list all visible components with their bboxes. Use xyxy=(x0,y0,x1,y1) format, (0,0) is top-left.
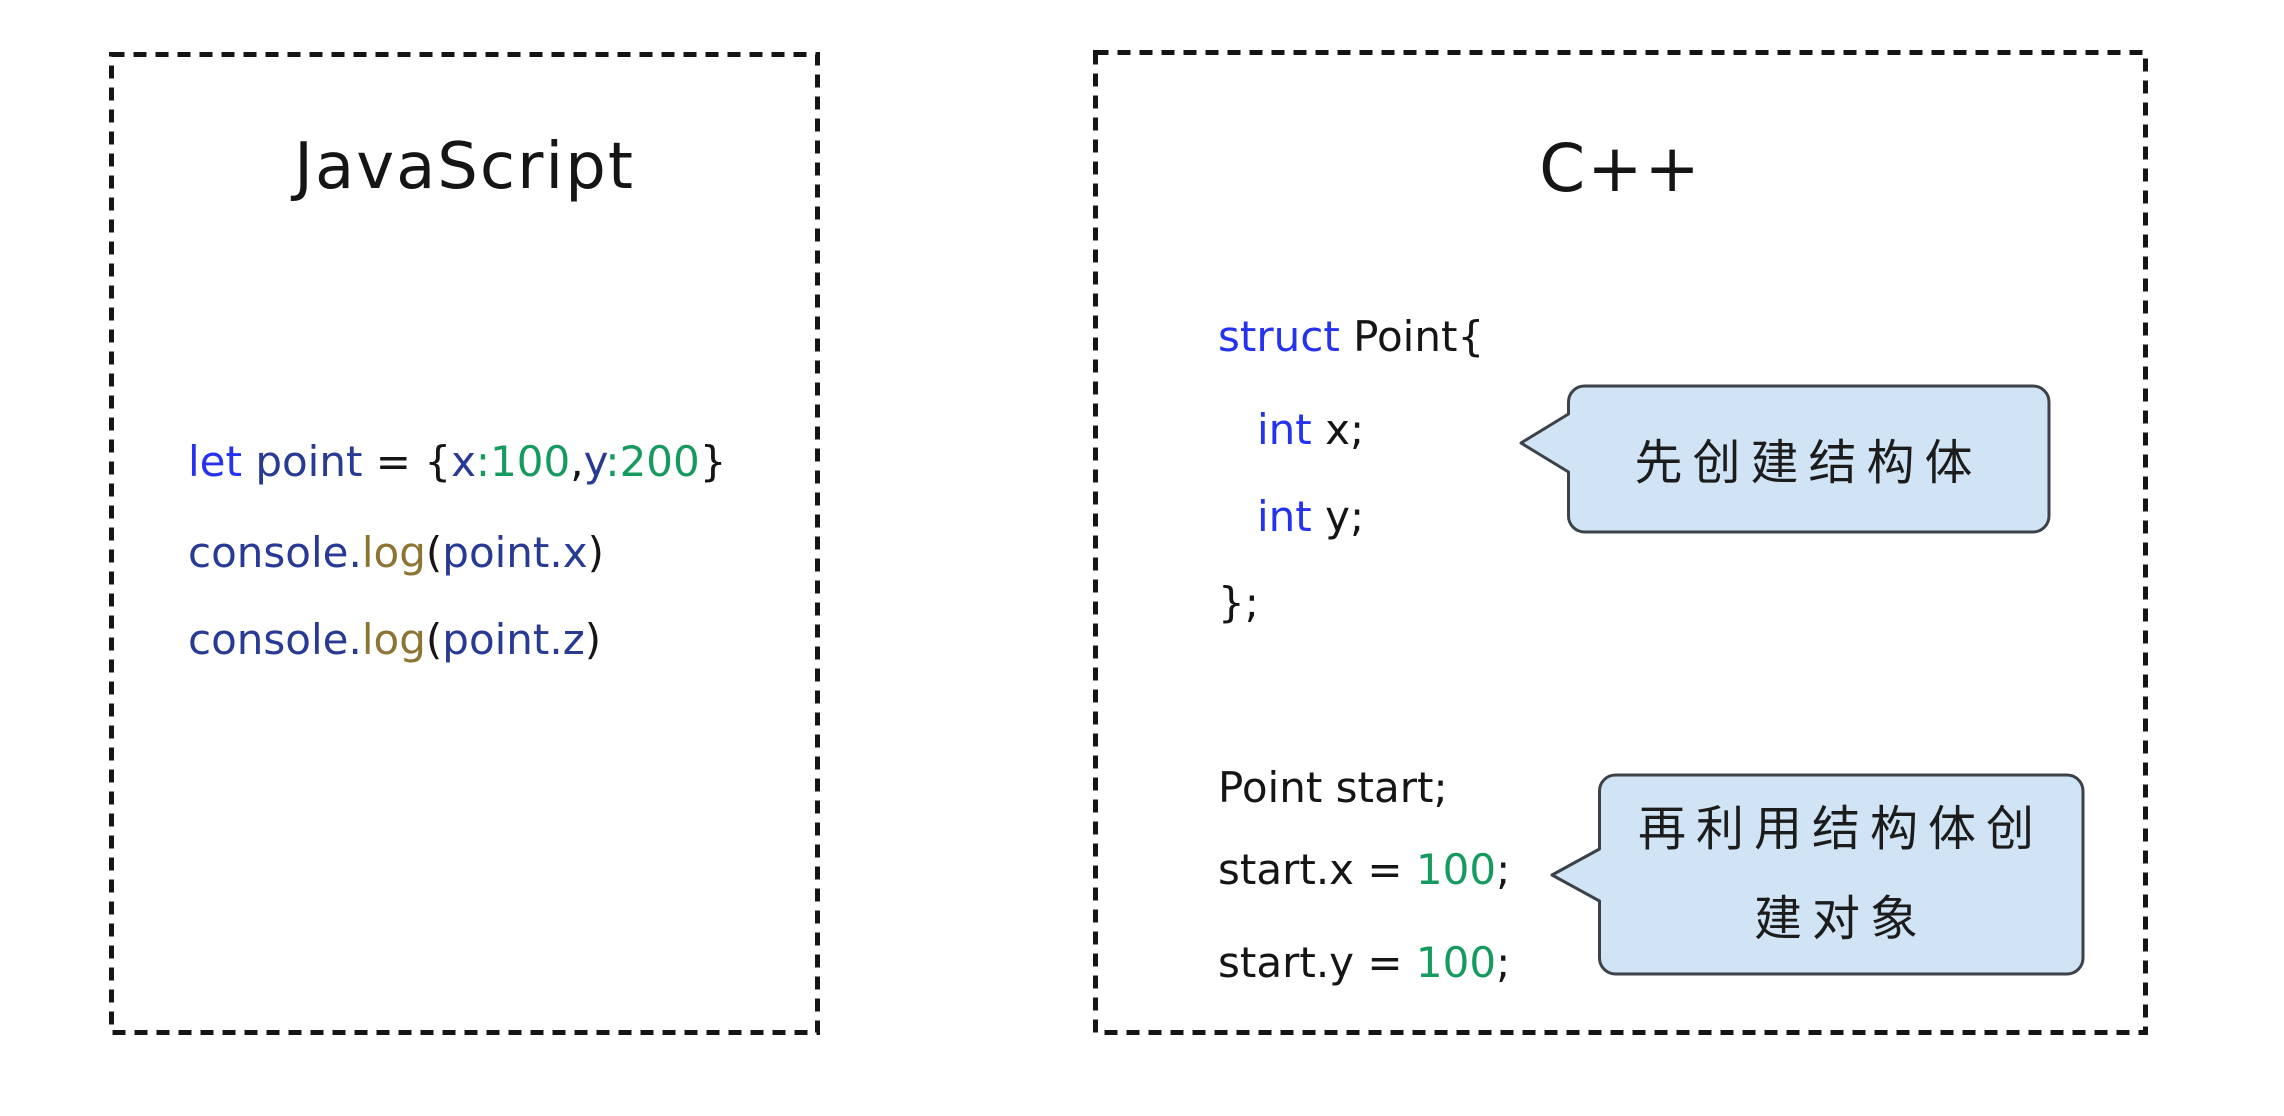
dashed-border xyxy=(109,52,820,1035)
js-code-line-console-log-x: console.log(point.x) xyxy=(188,528,604,577)
javascript-panel-title: JavaScript xyxy=(294,130,635,204)
cpp-code-line-start-x: start.x = 100; xyxy=(1218,845,1511,894)
callout-bubble-create-struct: 先创建结构体 xyxy=(1518,384,2051,534)
bubble-text: 再利用结构体创建对象 xyxy=(1637,800,2044,947)
cpp-code-line-point-start: Point start; xyxy=(1218,763,1448,812)
cpp-code-line-int-y: int y; xyxy=(1257,492,1365,541)
bubble-text: 先创建结构体 xyxy=(1634,435,1983,491)
cpp-code-line-struct: struct Point{ xyxy=(1218,312,1485,361)
dashed-border xyxy=(1093,50,2148,1035)
speech-bubble-shape xyxy=(1550,773,2085,976)
speech-bubble-shape xyxy=(1519,384,2051,534)
cpp-code-line-start-y: start.y = 100; xyxy=(1218,938,1511,987)
js-code-line-let-point: let point = {x:100,y:200} xyxy=(188,437,727,486)
javascript-panel: JavaScript let point = {x:100,y:200} con… xyxy=(109,52,820,1035)
cpp-code-line-close-brace: }; xyxy=(1218,578,1259,627)
callout-bubble-create-object: 再利用结构体创建对象 xyxy=(1549,773,2085,976)
cpp-code-line-int-x: int x; xyxy=(1257,405,1365,454)
cpp-panel: C++ struct Point{ int x; int y; }; Point… xyxy=(1093,50,2148,1035)
cpp-panel-title: C++ xyxy=(1539,130,1702,207)
js-code-line-console-log-z: console.log(point.z) xyxy=(188,615,602,664)
